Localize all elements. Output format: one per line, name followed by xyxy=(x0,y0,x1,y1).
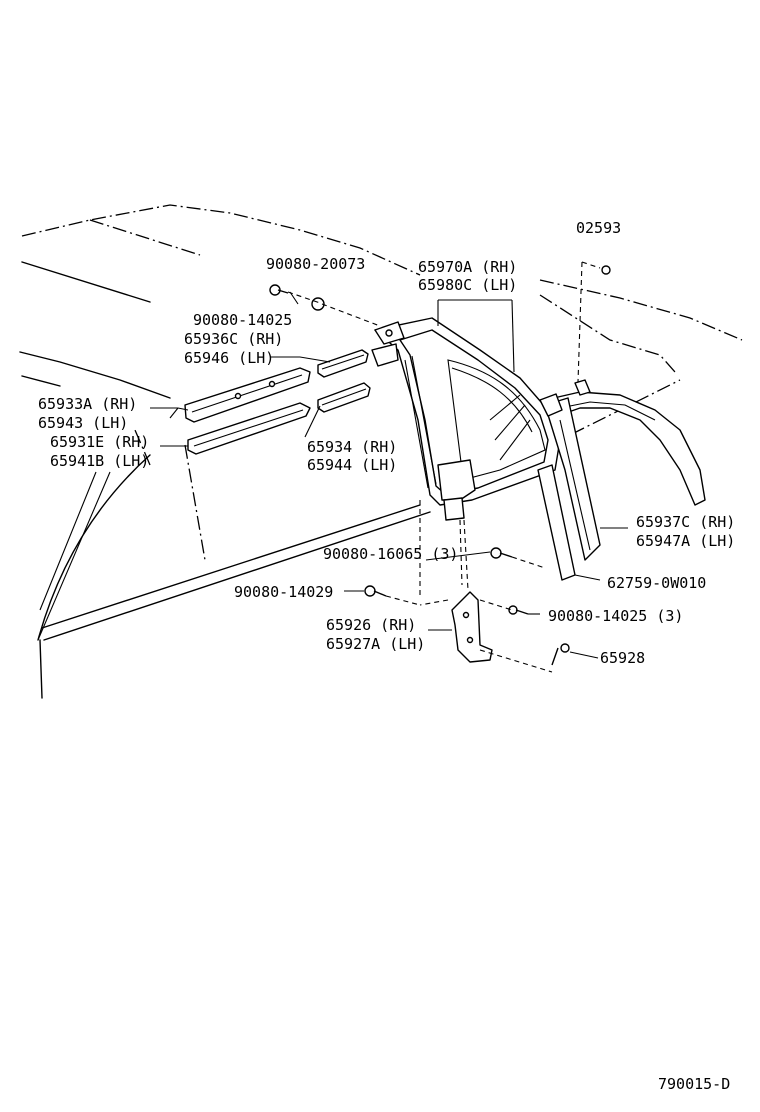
bracket-65926 xyxy=(451,591,493,663)
label-90080-20073: 90080-20073 xyxy=(266,255,365,273)
door-frame-assembly xyxy=(371,317,561,521)
label-65946: 65946 (LH) xyxy=(184,349,274,367)
strip-65936C xyxy=(317,349,369,378)
part-labels: 02593 90080-20073 65970A (RH) 65980C (LH… xyxy=(38,219,735,1093)
fasteners xyxy=(269,265,611,666)
label-65944: 65944 (LH) xyxy=(307,456,397,474)
label-65934: 65934 (RH) xyxy=(307,438,397,456)
label-65980C: 65980C (LH) xyxy=(418,276,517,294)
label-65936C: 65936C (RH) xyxy=(184,330,283,348)
label-02593: 02593 xyxy=(576,219,621,237)
label-90080-16065: 90080-16065 (3) xyxy=(323,545,458,563)
leader-lines xyxy=(150,261,628,673)
label-65927A: 65927A (LH) xyxy=(326,635,425,653)
label-65933A: 65933A (RH) xyxy=(38,395,137,413)
label-65928: 65928 xyxy=(600,649,645,667)
label-65947A: 65947A (LH) xyxy=(636,532,735,550)
weatherstrip-65937C xyxy=(539,379,706,561)
label-90080-14029: 90080-14029 xyxy=(234,583,333,601)
label-65943: 65943 (LH) xyxy=(38,414,128,432)
moulding-65933A xyxy=(184,367,311,423)
strip-65934 xyxy=(317,382,371,413)
label-65937C: 65937C (RH) xyxy=(636,513,735,531)
label-65931E: 65931E (RH) xyxy=(50,433,149,451)
label-65941B: 65941B (LH) xyxy=(50,452,149,470)
label-90080-14025-b: 90080-14025 (3) xyxy=(548,607,683,625)
label-65970A: 65970A (RH) xyxy=(418,258,517,276)
label-62759: 62759-0W010 xyxy=(607,574,706,592)
moulding-65931E xyxy=(187,402,311,455)
diagram-code: 790015-D xyxy=(658,1075,730,1093)
label-90080-14025-a: 90080-14025 xyxy=(193,311,292,329)
label-65926: 65926 (RH) xyxy=(326,616,416,634)
